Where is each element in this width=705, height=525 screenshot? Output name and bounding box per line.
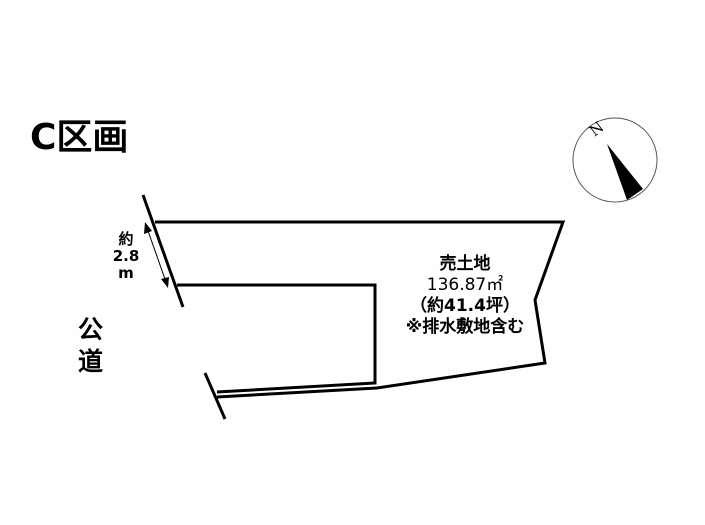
road-label-1: 公 [78,315,104,344]
lot-boundary [155,220,566,399]
lot-tsubo: （約41.4坪） [410,296,520,316]
section-title: C区画 [30,117,129,158]
road-edge-upper [141,194,185,308]
lot-inner-boundary [177,283,377,394]
road-label-2: 道 [78,347,104,376]
lot-label: 売土地 [439,254,491,274]
compass-icon [572,117,658,203]
lot-info: 売土地 136.87㎡ （約41.4坪） ※排水敷地含む [380,254,550,338]
dimension-arrow [144,222,169,288]
road-edge-lower [203,372,227,420]
lot-note: ※排水敷地含む [405,317,525,337]
frontage-unit: m [118,264,134,282]
frontage-prefix: 約 [118,230,134,248]
frontage-dimension: 約 2.8 m [108,231,144,282]
road-label: 公 道 [78,314,108,378]
frontage-value: 2.8 [112,247,140,265]
lot-area: 136.87㎡ [426,275,504,295]
